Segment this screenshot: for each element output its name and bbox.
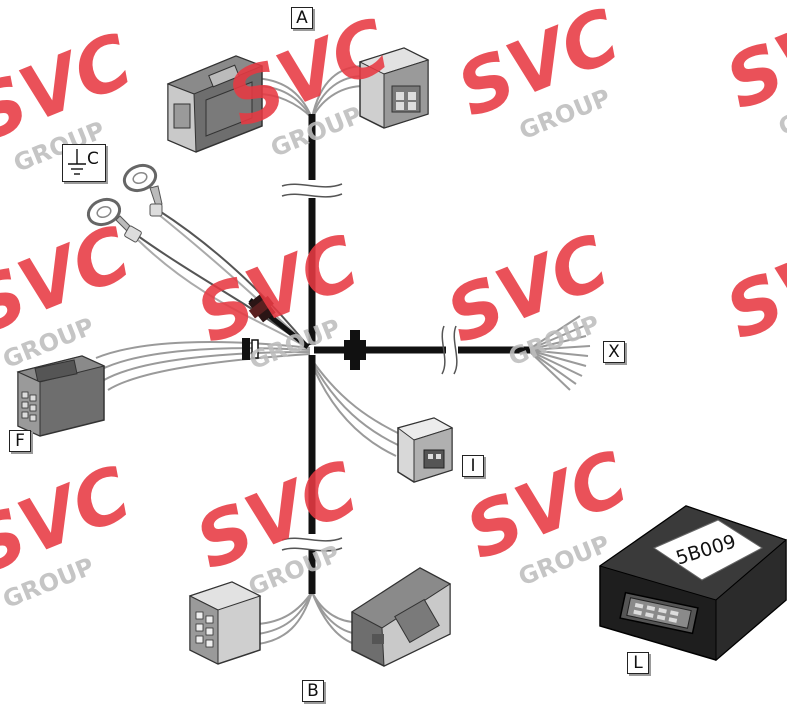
label-c: C (87, 149, 99, 169)
label-i: I (462, 455, 484, 477)
wire-ground (157, 209, 309, 347)
watermark: SVC GROUP (446, 0, 631, 145)
ground-icon (68, 149, 86, 175)
watermark: SVC GROUP (216, 3, 401, 163)
wire-a-right (311, 75, 365, 119)
ring-terminal-upper (122, 163, 163, 217)
wire-x-end (527, 349, 577, 385)
watermark: SVC (715, 215, 787, 357)
ring-terminal-lower (86, 197, 142, 243)
wire-i (311, 359, 405, 437)
connector-a-right (358, 47, 430, 129)
wire-x-end (527, 335, 587, 351)
wire-i (311, 361, 401, 447)
cable-tie-ground (248, 293, 276, 323)
cable-clip-x (344, 330, 366, 370)
wire-b-left (257, 591, 313, 635)
wire-f (107, 353, 311, 391)
wire-x-end (527, 325, 585, 351)
break-marks (281, 183, 458, 552)
wire-x-end (527, 345, 591, 351)
wire-x-end (527, 349, 571, 391)
wire-f (95, 341, 311, 359)
cable-tie-f (242, 338, 259, 360)
label-l: L (627, 652, 649, 674)
wire-x-end (527, 315, 581, 351)
connector-f (16, 355, 106, 437)
label-x: X (603, 341, 625, 363)
watermark-brand: SVC (715, 215, 787, 357)
wire-i (311, 363, 397, 457)
module-l: 5B009 (598, 505, 787, 662)
label-c-ground: C (62, 144, 106, 182)
wire-a-right (311, 65, 365, 119)
watermark-brand: SVC (715, 0, 787, 127)
wire-b-left (257, 591, 313, 645)
connector-b-right (351, 567, 451, 667)
watermark: SVC GROUP (0, 450, 143, 614)
wire-x-end (527, 349, 589, 357)
watermark: SVC GROUP (435, 219, 620, 371)
connector-i (396, 417, 454, 483)
wires-group (95, 65, 591, 647)
label-b: B (302, 680, 324, 702)
wire-b-left (257, 591, 313, 625)
wire-ground (137, 239, 309, 349)
wire-x-end (527, 349, 587, 367)
wire-x-end (527, 349, 583, 377)
connector-b-left (188, 581, 262, 665)
connector-a-left (166, 55, 264, 153)
watermark: SVC GROUP (715, 0, 787, 141)
wire-a-right (311, 85, 365, 119)
label-f: F (9, 430, 31, 452)
label-a: A (291, 7, 313, 29)
wire-f (103, 351, 311, 381)
wire-f (99, 347, 311, 371)
